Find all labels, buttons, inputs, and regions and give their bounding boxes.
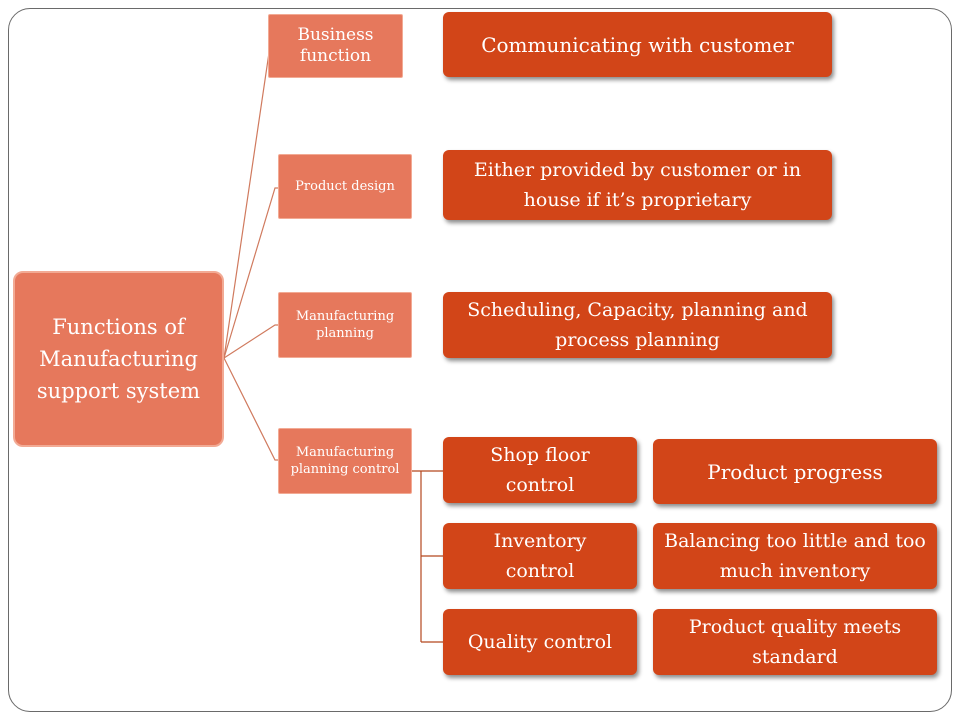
node-shop-floor-control: Shop floor control bbox=[443, 437, 637, 503]
connector-root-business bbox=[223, 45, 276, 359]
desc-manufacturing-planning: Scheduling, Capacity, planning and proce… bbox=[443, 292, 832, 358]
node-quality-control: Quality control bbox=[443, 609, 637, 675]
desc-inventory-control: Balancing too little and too much invent… bbox=[653, 523, 937, 589]
node-business-function: Business function bbox=[268, 14, 403, 78]
desc-quality-control: Product quality meets standard bbox=[653, 609, 937, 675]
desc-business-function: Communicating with customer bbox=[443, 12, 832, 77]
node-product-design: Product design bbox=[278, 154, 412, 219]
connector-root-control bbox=[223, 357, 281, 461]
slide-frame bbox=[8, 8, 952, 712]
desc-product-design: Either provided by customer or in house … bbox=[443, 150, 832, 220]
node-manufacturing-planning-control: Manufacturing planning control bbox=[278, 428, 412, 494]
root-node: Functions of Manufacturing support syste… bbox=[13, 271, 224, 447]
connector-root-design bbox=[223, 187, 281, 359]
node-inventory-control: Inventory control bbox=[443, 523, 637, 589]
desc-shop-floor-control: Product progress bbox=[653, 439, 937, 504]
node-manufacturing-planning: Manufacturing planning bbox=[278, 292, 412, 358]
